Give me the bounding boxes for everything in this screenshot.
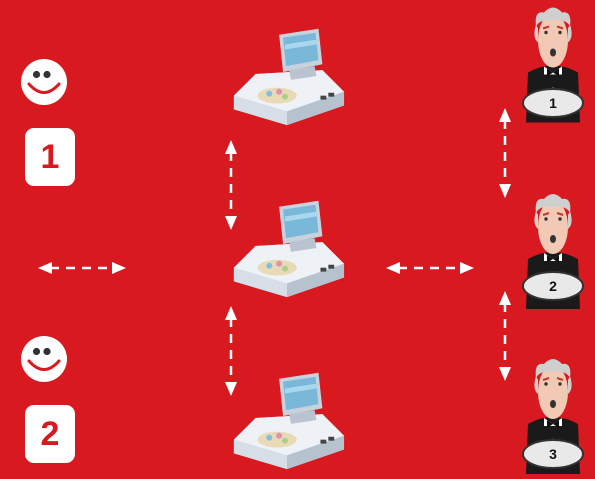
arrowhead [460, 262, 474, 274]
waiter-3-number: 3 [549, 446, 557, 462]
customer-1-smiley-icon [21, 59, 67, 105]
waiter-2-number: 2 [549, 278, 557, 294]
waiter-3: 3 [523, 359, 583, 474]
customer-2-number-badge: 2 [25, 405, 75, 463]
waiter-1: 1 [523, 8, 583, 123]
customer-2-smiley-icon [21, 336, 67, 382]
arrowhead [225, 216, 237, 230]
arrowhead [225, 306, 237, 320]
device-1-pos-terminal-icon [234, 29, 344, 125]
arrowhead [38, 262, 52, 274]
arrowhead [225, 382, 237, 396]
arrowhead [386, 262, 400, 274]
arrowhead [225, 140, 237, 154]
device-2-pos-terminal-icon [234, 201, 344, 297]
arrowhead [499, 108, 511, 122]
arrowhead [499, 291, 511, 305]
waiter-1-number: 1 [549, 95, 557, 111]
customer-1-number-badge: 1 [25, 128, 75, 186]
waiter-2: 2 [523, 194, 583, 309]
arrowhead [499, 367, 511, 381]
arrowhead [499, 184, 511, 198]
device-3-pos-terminal-icon [234, 373, 344, 469]
arrowhead [112, 262, 126, 274]
